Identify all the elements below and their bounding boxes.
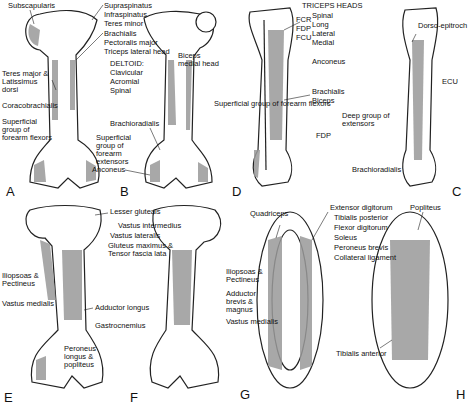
- muscle-label: Teres minor: [104, 20, 143, 28]
- muscle-label: Supraspinatus: [104, 2, 152, 10]
- panel-letter: F: [130, 391, 138, 404]
- muscle-label: Gastrocnemius: [95, 322, 145, 330]
- muscle-label: Coracobrachialis: [2, 102, 58, 110]
- muscle-label: Dorso-epitroch: [418, 22, 467, 30]
- muscle-label: Subscapularis: [8, 2, 55, 10]
- muscle-label: Brachialis: [104, 30, 137, 38]
- muscle-label: FDP: [296, 25, 311, 33]
- muscle-label: FDP: [316, 132, 331, 140]
- muscle-label: TRICEPS HEADS: [302, 2, 362, 10]
- muscle-label: Adductor longus: [95, 304, 149, 312]
- muscle-label: Iliopsoas & Pectineus: [2, 272, 42, 288]
- muscle-label: Vastus lateralis: [110, 232, 160, 240]
- muscle-label: Vastus intermedius: [118, 222, 181, 230]
- muscle-label: Lesser gluteals: [110, 208, 160, 216]
- muscle-label: Lateral: [312, 30, 335, 38]
- panel-letter: B: [120, 185, 129, 198]
- muscle-label: Infraspinatus: [104, 11, 147, 19]
- muscle-label: Biceps: [312, 97, 335, 105]
- muscle-label: Clavicular: [110, 69, 143, 77]
- muscle-label: Tibialis anterior: [336, 350, 387, 358]
- muscle-label: Adductor brevis & magnus: [226, 290, 270, 314]
- muscle-label: DELTOID:: [110, 60, 144, 68]
- muscle-label: Spinal: [312, 12, 333, 20]
- muscle-label: Long: [312, 21, 329, 29]
- muscle-label: Peroneus brevis: [334, 244, 388, 252]
- muscle-label: FCU: [296, 34, 311, 42]
- muscle-label: Medial: [312, 39, 334, 47]
- muscle-label: Superficial group of forearm flexors: [2, 118, 54, 142]
- panel-letter: A: [6, 185, 15, 198]
- panel-letter: H: [456, 388, 465, 401]
- muscle-label: Anconeus: [312, 58, 345, 66]
- muscle-label: Vastus medialis: [2, 300, 54, 308]
- muscle-label: Gluteus maximus & Tensor fascia lata: [108, 242, 178, 258]
- muscle-label: Acromial: [110, 78, 139, 86]
- muscle-label: Brachioradialis: [352, 166, 401, 174]
- muscle-label: ECU: [442, 78, 458, 86]
- muscle-label: Superficial group of forearm extensors: [96, 134, 148, 166]
- muscle-label: Brachioradialis: [110, 120, 159, 128]
- panel-letter: G: [240, 388, 250, 401]
- muscle-label: Soleus: [334, 234, 357, 242]
- muscle-label: Pectoralis major: [104, 39, 158, 47]
- panel-letter: E: [4, 391, 13, 404]
- muscle-label: Peroneus longus & popliteus: [64, 345, 110, 369]
- muscle-label: Teres major & Latissimus dorsi: [2, 70, 50, 94]
- panel-letter: D: [232, 185, 241, 198]
- muscle-label: Popliteus: [410, 204, 441, 212]
- muscle-label: Collateral ligament: [334, 254, 396, 262]
- muscle-label: Biceps medial head: [178, 52, 220, 68]
- muscle-label: Deep group of extensors: [342, 112, 400, 128]
- muscle-label: Triceps lateral head: [104, 48, 170, 56]
- muscle-label: Anconeus: [92, 166, 125, 174]
- muscle-label: FCR: [296, 16, 311, 24]
- panel-letter: C: [452, 185, 461, 198]
- muscle-label: Spinal: [110, 87, 131, 95]
- muscle-label: Quadriceps: [250, 210, 288, 218]
- muscle-label: Extensor digitorum: [330, 204, 393, 212]
- muscle-label: Vastus medialis: [226, 318, 278, 326]
- muscle-label: Tibialis posterior: [334, 214, 388, 222]
- muscle-label: Iliopsoas & Pectineus: [226, 268, 270, 284]
- muscle-label: Flexor digitorum: [334, 224, 388, 232]
- muscle-label: Brachialis: [312, 88, 345, 96]
